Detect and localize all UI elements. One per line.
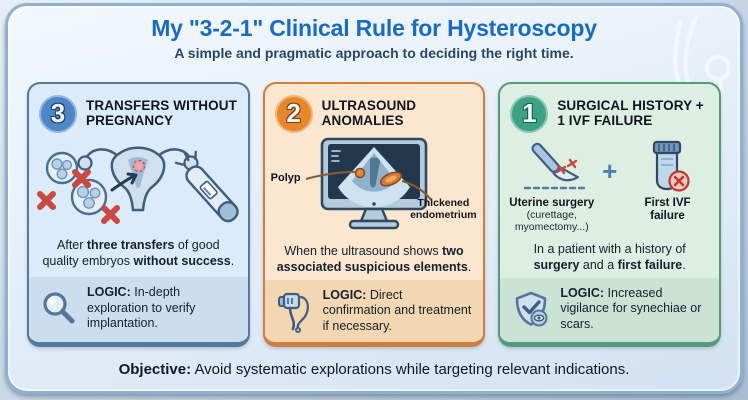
rule-panels: 3 TRANSFERS WITHOUT PREGNANCY (27, 82, 721, 347)
panel-ultrasound-title: ULTRASOUND ANOMALIES (321, 97, 417, 128)
ultrasound-description: When the ultrasound shows two associated… (276, 244, 472, 274)
plus-icon: + (602, 156, 618, 186)
number-badge-3: 3 (39, 94, 77, 133)
shield-check-icon (516, 291, 548, 327)
first-ivf-failure-figure: First IVF failure (617, 140, 718, 223)
ultrasound-logic: LOGIC: Direct confirmation and treatment… (264, 280, 484, 342)
number-badge-1: 1 (510, 94, 549, 133)
page-subtitle: A simple and pragmatic approach to decid… (174, 45, 574, 61)
panel-transfers: 3 TRANSFERS WITHOUT PREGNANCY (27, 82, 250, 347)
pregnancy-test-icon (175, 150, 239, 223)
caption-uterine-surgery-sub: (curettage, myomectomy...) (514, 209, 589, 233)
panel-ultrasound-header: 2 ULTRASOUND ANOMALIES (265, 84, 484, 136)
objective-statement: Objective: Avoid systematic explorations… (118, 361, 630, 378)
transfers-logic: LOGIC: In-depth exploration to verify im… (29, 277, 248, 342)
magnifier-icon (43, 291, 75, 324)
panel-surgical-title: SURGICAL HISTORY + 1 IVF FAILURE (557, 97, 704, 128)
ultrasound-illustration: Polyp Thickened endometrium (265, 136, 484, 240)
panel-transfers-header: 3 TRANSFERS WITHOUT PREGNANCY (29, 84, 248, 136)
arrow (110, 174, 136, 192)
scalpel-icon (523, 142, 586, 190)
caption-uterine-surgery: Uterine surgery (509, 197, 595, 209)
caption-first-ivf-failure: First IVF failure (644, 197, 691, 223)
panel-transfers-title: TRANSFERS WITHOUT PREGNANCY (86, 97, 237, 128)
hysteroscope-icon (277, 292, 309, 333)
number-badge-2: 2 (274, 94, 313, 133)
transfers-illustration (29, 136, 248, 230)
surgical-illustration: Uterine surgery (curettage, myomectomy..… (500, 136, 719, 238)
uterine-surgery-figure: Uterine surgery (curettage, myomectomy..… (501, 140, 602, 233)
infographic-card: My "3-2-1" Clinical Rule for Hysteroscop… (5, 3, 743, 394)
header: My "3-2-1" Clinical Rule for Hysteroscop… (8, 6, 740, 61)
label-polyp: Polyp (270, 172, 301, 184)
embryos-illustration (46, 151, 108, 216)
surgical-logic: LOGIC: Increased vigilance for synechiae… (500, 278, 719, 342)
panel-surgical-header: 1 SURGICAL HISTORY + 1 IVF FAILURE (500, 84, 719, 136)
label-thickened-endometrium: Thickened endometrium (410, 197, 477, 221)
rejected-x-marks (37, 169, 121, 224)
ultrasound-monitor-illustration (305, 137, 433, 230)
transfers-description: After three transfers of good quality em… (42, 237, 235, 268)
page-title: My "3-2-1" Clinical Rule for Hysteroscop… (151, 15, 597, 41)
test-tube-icon (652, 140, 690, 192)
panel-ultrasound: 2 ULTRASOUND ANOMALIES (262, 82, 486, 347)
panel-surgical-history: 1 SURGICAL HISTORY + 1 IVF FAILURE (498, 82, 721, 347)
surgical-description: In a patient with a history of surgery a… (533, 242, 686, 272)
